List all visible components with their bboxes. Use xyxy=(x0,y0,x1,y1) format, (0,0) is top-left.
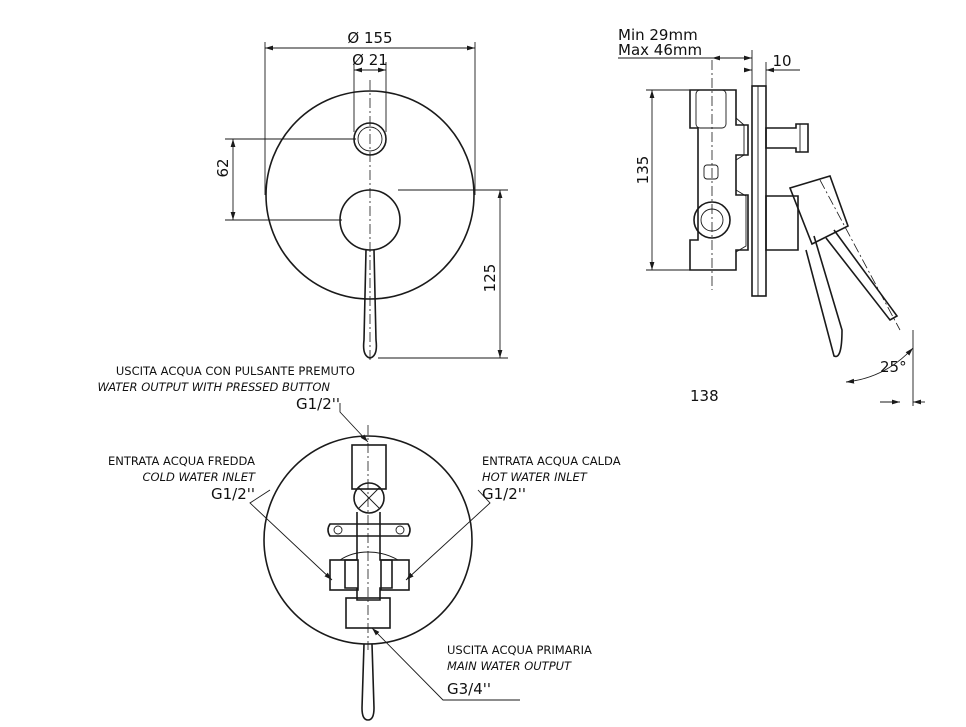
back-lever xyxy=(361,643,375,721)
side-handle-head xyxy=(788,175,849,246)
back-central-body xyxy=(344,512,393,601)
leader-cold-inlet xyxy=(249,489,333,581)
label-button-output-thread: G1/2'' xyxy=(296,395,340,413)
side-wall-plate xyxy=(751,85,767,297)
label-cold-inlet-en: COLD WATER INLET xyxy=(143,470,256,484)
dim-angle xyxy=(845,347,914,384)
side-handle-body xyxy=(765,195,799,251)
front-button-inner xyxy=(357,126,383,152)
back-view xyxy=(249,403,520,721)
side-inlet-port xyxy=(693,201,731,239)
side-lever-down xyxy=(805,235,843,358)
label-button-output-it: USCITA ACQUA CON PULSANTE PREMUTO xyxy=(116,364,355,378)
back-top-outlet xyxy=(351,444,387,490)
back-cold-inlet xyxy=(329,559,359,591)
side-lever-tilted xyxy=(825,229,899,322)
label-hot-inlet-en: HOT WATER INLET xyxy=(482,470,588,484)
dim-135-label: 135 xyxy=(634,156,652,185)
side-view: Min 29mm Max 46mm 10 135 25° 138 xyxy=(618,26,925,406)
dim-min-depth-label: Min 29mm xyxy=(618,26,698,44)
dim-138-label: 138 xyxy=(690,387,719,405)
side-push-button xyxy=(765,123,809,153)
dim-125-label: 125 xyxy=(481,264,499,293)
back-cross-valve xyxy=(353,482,385,514)
dim-plate-label: 10 xyxy=(772,52,791,70)
side-cartridge-window xyxy=(703,164,719,180)
back-main-outlet xyxy=(345,597,391,629)
label-main-output-en: MAIN WATER OUTPUT xyxy=(447,659,572,673)
label-hot-inlet-thread: G1/2'' xyxy=(482,485,526,503)
dim-outer-diameter-label: Ø 155 xyxy=(347,29,392,47)
label-main-output-it: USCITA ACQUA PRIMARIA xyxy=(447,643,592,657)
side-top-nut xyxy=(695,89,727,129)
label-cold-inlet-thread: G1/2'' xyxy=(211,485,255,503)
back-hot-inlet xyxy=(380,559,410,591)
leader-main-output xyxy=(371,627,520,701)
annotations: USCITA ACQUA CON PULSANTE PREMUTO WATER … xyxy=(97,364,620,698)
label-cold-inlet-it: ENTRATA ACQUA FREDDA xyxy=(108,454,255,468)
back-crossbar xyxy=(327,523,411,537)
side-valve-body xyxy=(689,89,749,271)
front-view: Ø 155 Ø 21 62 125 xyxy=(214,29,508,362)
leader-button-output xyxy=(339,403,369,443)
label-hot-inlet-it: ENTRATA ACQUA CALDA xyxy=(482,454,621,468)
dim-62-label: 62 xyxy=(214,158,232,177)
label-main-output-thread: G3/4'' xyxy=(447,680,491,698)
dim-angle-label: 25° xyxy=(880,358,907,376)
label-button-output-en: WATER OUTPUT WITH PRESSED BUTTON xyxy=(97,380,330,394)
dim-button-diameter-label: Ø 21 xyxy=(352,51,388,69)
dim-max-depth-label: Max 46mm xyxy=(618,41,702,59)
leader-hot-inlet xyxy=(405,489,491,581)
